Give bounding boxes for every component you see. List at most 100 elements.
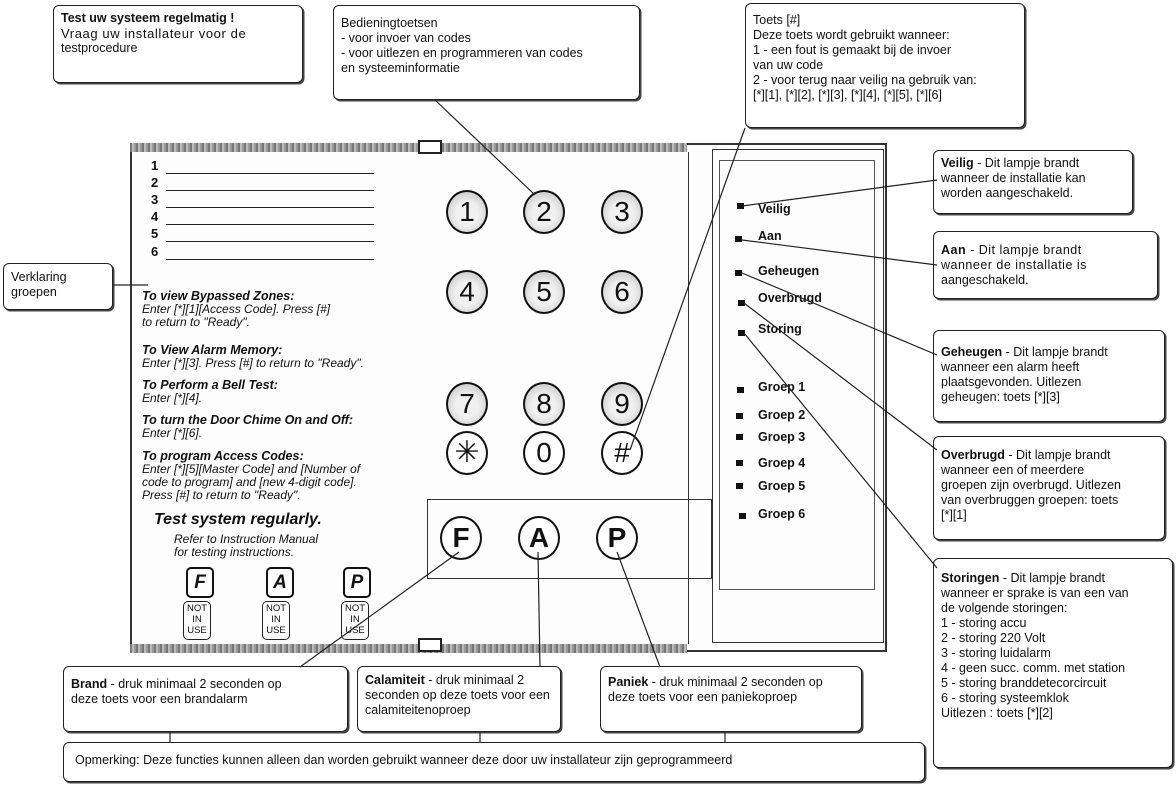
key-4[interactable]: 4 bbox=[446, 270, 488, 314]
led-groep-4 bbox=[736, 460, 743, 466]
label-groep-3: Groep 3 bbox=[758, 430, 806, 444]
callout-overbrugd-line-2: wanneer een of meerdere bbox=[941, 463, 1085, 477]
group-number-4: 4 bbox=[151, 209, 159, 224]
instruction-card: 1 2 3 4 5 6 To view Bypassed Zones: Ente… bbox=[142, 152, 412, 645]
callout-brand-line-2: deze toets voor een brandalarm bbox=[71, 692, 248, 706]
group-number-5: 5 bbox=[151, 226, 159, 241]
label-overbrugd: Overbrugd bbox=[758, 291, 822, 305]
led-aan bbox=[735, 236, 742, 242]
key-1[interactable]: 1 bbox=[446, 190, 488, 234]
key-star[interactable]: ✳ bbox=[446, 431, 488, 475]
led-veilig bbox=[737, 203, 744, 209]
led-groep-5 bbox=[736, 483, 743, 489]
instruction-codes-line-1: Enter [*][5][Master Code] and [Number of bbox=[142, 462, 361, 476]
hinge-top bbox=[418, 140, 442, 154]
instruction-memory-title: To View Alarm Memory: bbox=[142, 343, 283, 357]
label-groep-2: Groep 2 bbox=[758, 408, 806, 422]
key-6[interactable]: 6 bbox=[601, 270, 643, 314]
led-overbrugd bbox=[738, 300, 745, 306]
callout-storingen-line-5: 2 - storing 220 Volt bbox=[941, 631, 1046, 645]
callout-calamiteit-line-1: - druk minimaal 2 bbox=[424, 673, 525, 687]
key-5[interactable]: 5 bbox=[523, 270, 565, 314]
led-storing bbox=[738, 330, 745, 336]
callout-paniek: Paniek - druk minimaal 2 seconden op dez… bbox=[600, 666, 862, 732]
callout-geheugen: Geheugen - Dit lampje brandt wanneer een… bbox=[933, 330, 1165, 422]
callout-hash-line-4: van uw code bbox=[753, 58, 824, 72]
group-line-6 bbox=[166, 259, 374, 260]
group-line-2 bbox=[166, 190, 374, 191]
callout-hash-line-2: Deze toets wordt gebruikt wanneer: bbox=[753, 28, 950, 42]
callout-calamiteit-line-2: seconden op deze toets voor een bbox=[365, 688, 550, 702]
refer-line-1: Refer to Instruction Manual bbox=[174, 532, 319, 546]
callout-overbrugd-line-5: [*][1] bbox=[941, 508, 967, 522]
callout-storingen-title: Storingen bbox=[941, 571, 1000, 585]
label-groep-4: Groep 4 bbox=[758, 456, 806, 470]
callout-veilig-title: Veilig bbox=[941, 156, 974, 170]
callout-bedieningtoetsen: Bedieningtoetsen - voor invoer van codes… bbox=[333, 5, 640, 100]
callout-opmerking: Opmerking: Deze functies kunnen alleen d… bbox=[63, 742, 925, 782]
callout-veilig-line-1: - Dit lampje brandt bbox=[973, 156, 1080, 170]
callout-brand: Brand - druk minimaal 2 seconden op deze… bbox=[63, 666, 348, 732]
callout-aan: Aan - Dit lampje brandt wanneer de insta… bbox=[933, 231, 1158, 299]
label-aan: Aan bbox=[758, 229, 782, 243]
callout-calamiteit-line-3: calamiteitenoproep bbox=[365, 703, 471, 717]
callout-geheugen-line-1: - Dit lampje brandt bbox=[1002, 345, 1108, 359]
callout-storingen-line-7: 4 - geen succ. comm. met station bbox=[941, 661, 1126, 675]
group-line-4 bbox=[166, 224, 374, 225]
card-key-f: F bbox=[186, 567, 214, 598]
label-storing: Storing bbox=[758, 322, 802, 336]
instruction-chime-line-1: Enter [*][6]. bbox=[142, 426, 203, 440]
hinge-bottom bbox=[418, 638, 442, 652]
key-3[interactable]: 3 bbox=[601, 190, 643, 234]
callout-test-systeem: Test uw systeem regelmatig ! Vraag uw in… bbox=[53, 5, 303, 83]
led-groep-2 bbox=[736, 413, 743, 419]
instruction-codes-title: To program Access Codes: bbox=[142, 449, 304, 463]
not-in-use-a: NOT IN USE bbox=[262, 601, 290, 640]
callout-test-title: Test uw systeem regelmatig ! bbox=[61, 11, 235, 25]
callout-toets-hash: Toets [#] Deze toets wordt gebruikt wann… bbox=[745, 3, 1025, 128]
label-groep-6: Groep 6 bbox=[758, 507, 806, 521]
not-in-use-f-3: USE bbox=[187, 625, 207, 636]
callout-calamiteit: Calamiteit - druk minimaal 2 seconden op… bbox=[357, 666, 561, 732]
led-groep-3 bbox=[736, 434, 743, 440]
key-hash[interactable]: # bbox=[601, 431, 643, 475]
callout-aan-line-1: - Dit lampje brandt bbox=[966, 243, 1082, 257]
callout-storingen-line-6: 3 - storing luidalarm bbox=[941, 646, 1051, 660]
callout-hash-line-6: [*][1], [*][2], [*][3], [*][4], [*][5], … bbox=[753, 88, 942, 102]
refer-line-2: for testing instructions. bbox=[174, 545, 295, 559]
callout-bediening-line-1: Bedieningtoetsen bbox=[341, 16, 438, 30]
key-2[interactable]: 2 bbox=[523, 190, 565, 234]
callout-veilig-line-3: worden aangeschakeld. bbox=[941, 186, 1074, 200]
callout-geheugen-line-4: geheugen: toets [*][3] bbox=[941, 390, 1060, 404]
callout-storingen-line-1: - Dit lampje brandt bbox=[999, 571, 1105, 585]
callout-overbrugd-line-4: van overbruggen groepen: toets bbox=[941, 493, 1119, 507]
callout-geheugen-title: Geheugen bbox=[941, 345, 1003, 359]
callout-storingen-line-10: Uitlezen : toets [*][2] bbox=[941, 706, 1053, 720]
instruction-memory-line-1: Enter [*][3]. Press [#] to return to "Re… bbox=[142, 356, 364, 370]
not-in-use-a-2: IN bbox=[271, 614, 281, 625]
label-geheugen: Geheugen bbox=[758, 264, 820, 278]
not-in-use-f-2: IN bbox=[192, 614, 202, 625]
instruction-bypass-title: To view Bypassed Zones: bbox=[142, 289, 295, 303]
not-in-use-p-3: USE bbox=[345, 625, 365, 636]
group-line-1 bbox=[166, 173, 374, 174]
callout-storingen-line-3: de volgende storingen: bbox=[941, 601, 1068, 615]
key-9[interactable]: 9 bbox=[601, 382, 643, 426]
led-groep-1 bbox=[737, 387, 744, 393]
callout-hash-line-1: Toets [#] bbox=[753, 13, 801, 27]
callout-paniek-title: Paniek bbox=[608, 675, 649, 689]
group-line-5 bbox=[166, 241, 374, 242]
callout-brand-line-1: - druk minimaal 2 seconden op bbox=[107, 677, 282, 691]
key-0[interactable]: 0 bbox=[523, 431, 565, 475]
label-groep-1: Groep 1 bbox=[758, 380, 806, 394]
callout-hash-line-5: 2 - voor terug naar veilig na gebruik va… bbox=[753, 73, 977, 87]
callout-storingen-line-8: 5 - storing branddetecorcircuit bbox=[941, 676, 1107, 690]
key-7[interactable]: 7 bbox=[446, 382, 488, 426]
callout-geheugen-line-3: plaatsgevonden. Uitlezen bbox=[941, 375, 1082, 389]
callout-geheugen-line-2: wanneer een alarm heeft bbox=[941, 360, 1080, 374]
instruction-bypass-line-2: to return to "Ready". bbox=[142, 315, 250, 329]
led-geheugen bbox=[735, 270, 742, 276]
card-key-a: A bbox=[266, 567, 294, 598]
callout-overbrugd-line-1: - Dit lampje brandt bbox=[1004, 448, 1111, 462]
key-8[interactable]: 8 bbox=[523, 382, 565, 426]
